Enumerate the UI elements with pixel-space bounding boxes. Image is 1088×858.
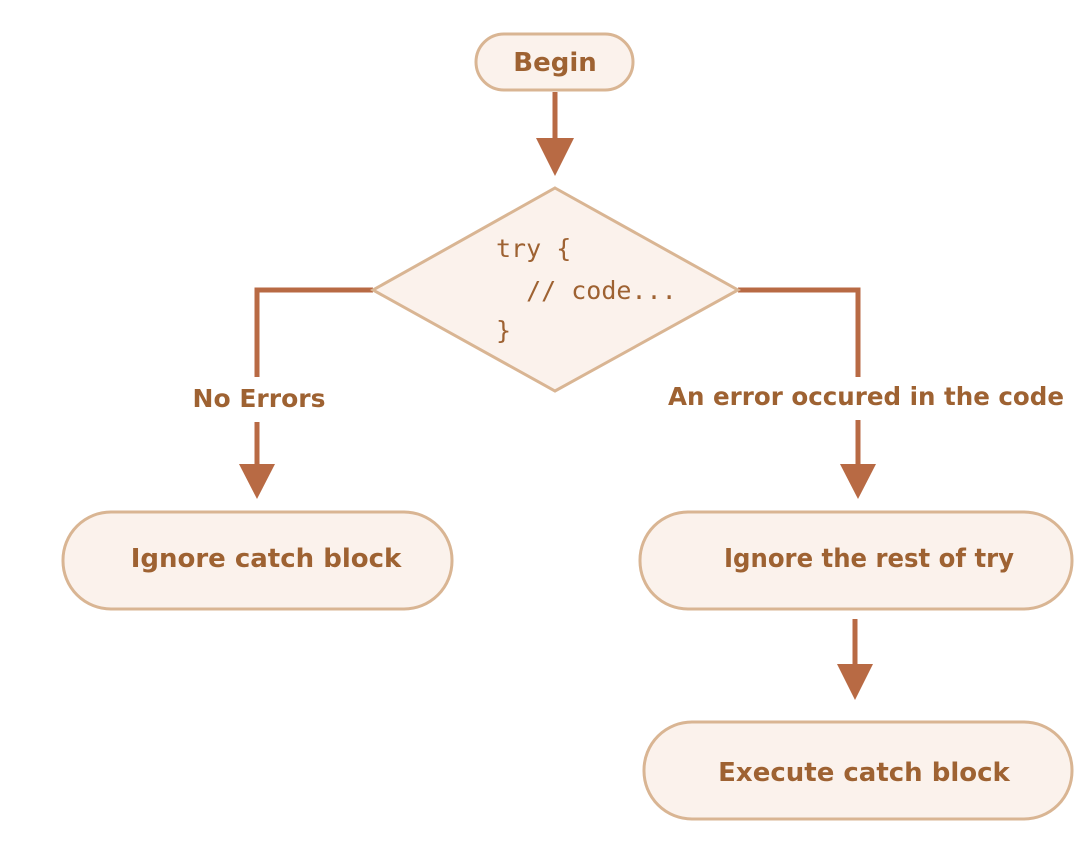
edge-label-no-errors: No Errors: [193, 384, 326, 413]
execute-catch-label: Execute catch block: [718, 758, 1010, 788]
connector-begin-to-decision: [536, 92, 574, 176]
edge-label-error-occurred: An error occured in the code: [668, 382, 1064, 411]
decision-code-line-2: // code...: [496, 276, 677, 305]
decision-code-line-3: }: [496, 316, 511, 345]
decision-code-line-1: try {: [496, 234, 571, 263]
connector-to-execute-catch: [837, 619, 873, 700]
connector-no-errors: [239, 287, 373, 499]
ignore-catch-label: Ignore catch block: [131, 544, 402, 574]
ignore-rest-label: Ignore the rest of try: [724, 544, 1014, 574]
execute-catch-node: Execute catch block: [642, 720, 1074, 821]
connector-error-occurred: [738, 287, 876, 499]
decision-node: try { // code... }: [369, 186, 742, 393]
begin-node: Begin: [474, 32, 635, 92]
begin-label: Begin: [513, 48, 596, 78]
ignore-catch-node: Ignore catch block: [61, 510, 454, 611]
ignore-rest-node: Ignore the rest of try: [638, 510, 1074, 611]
